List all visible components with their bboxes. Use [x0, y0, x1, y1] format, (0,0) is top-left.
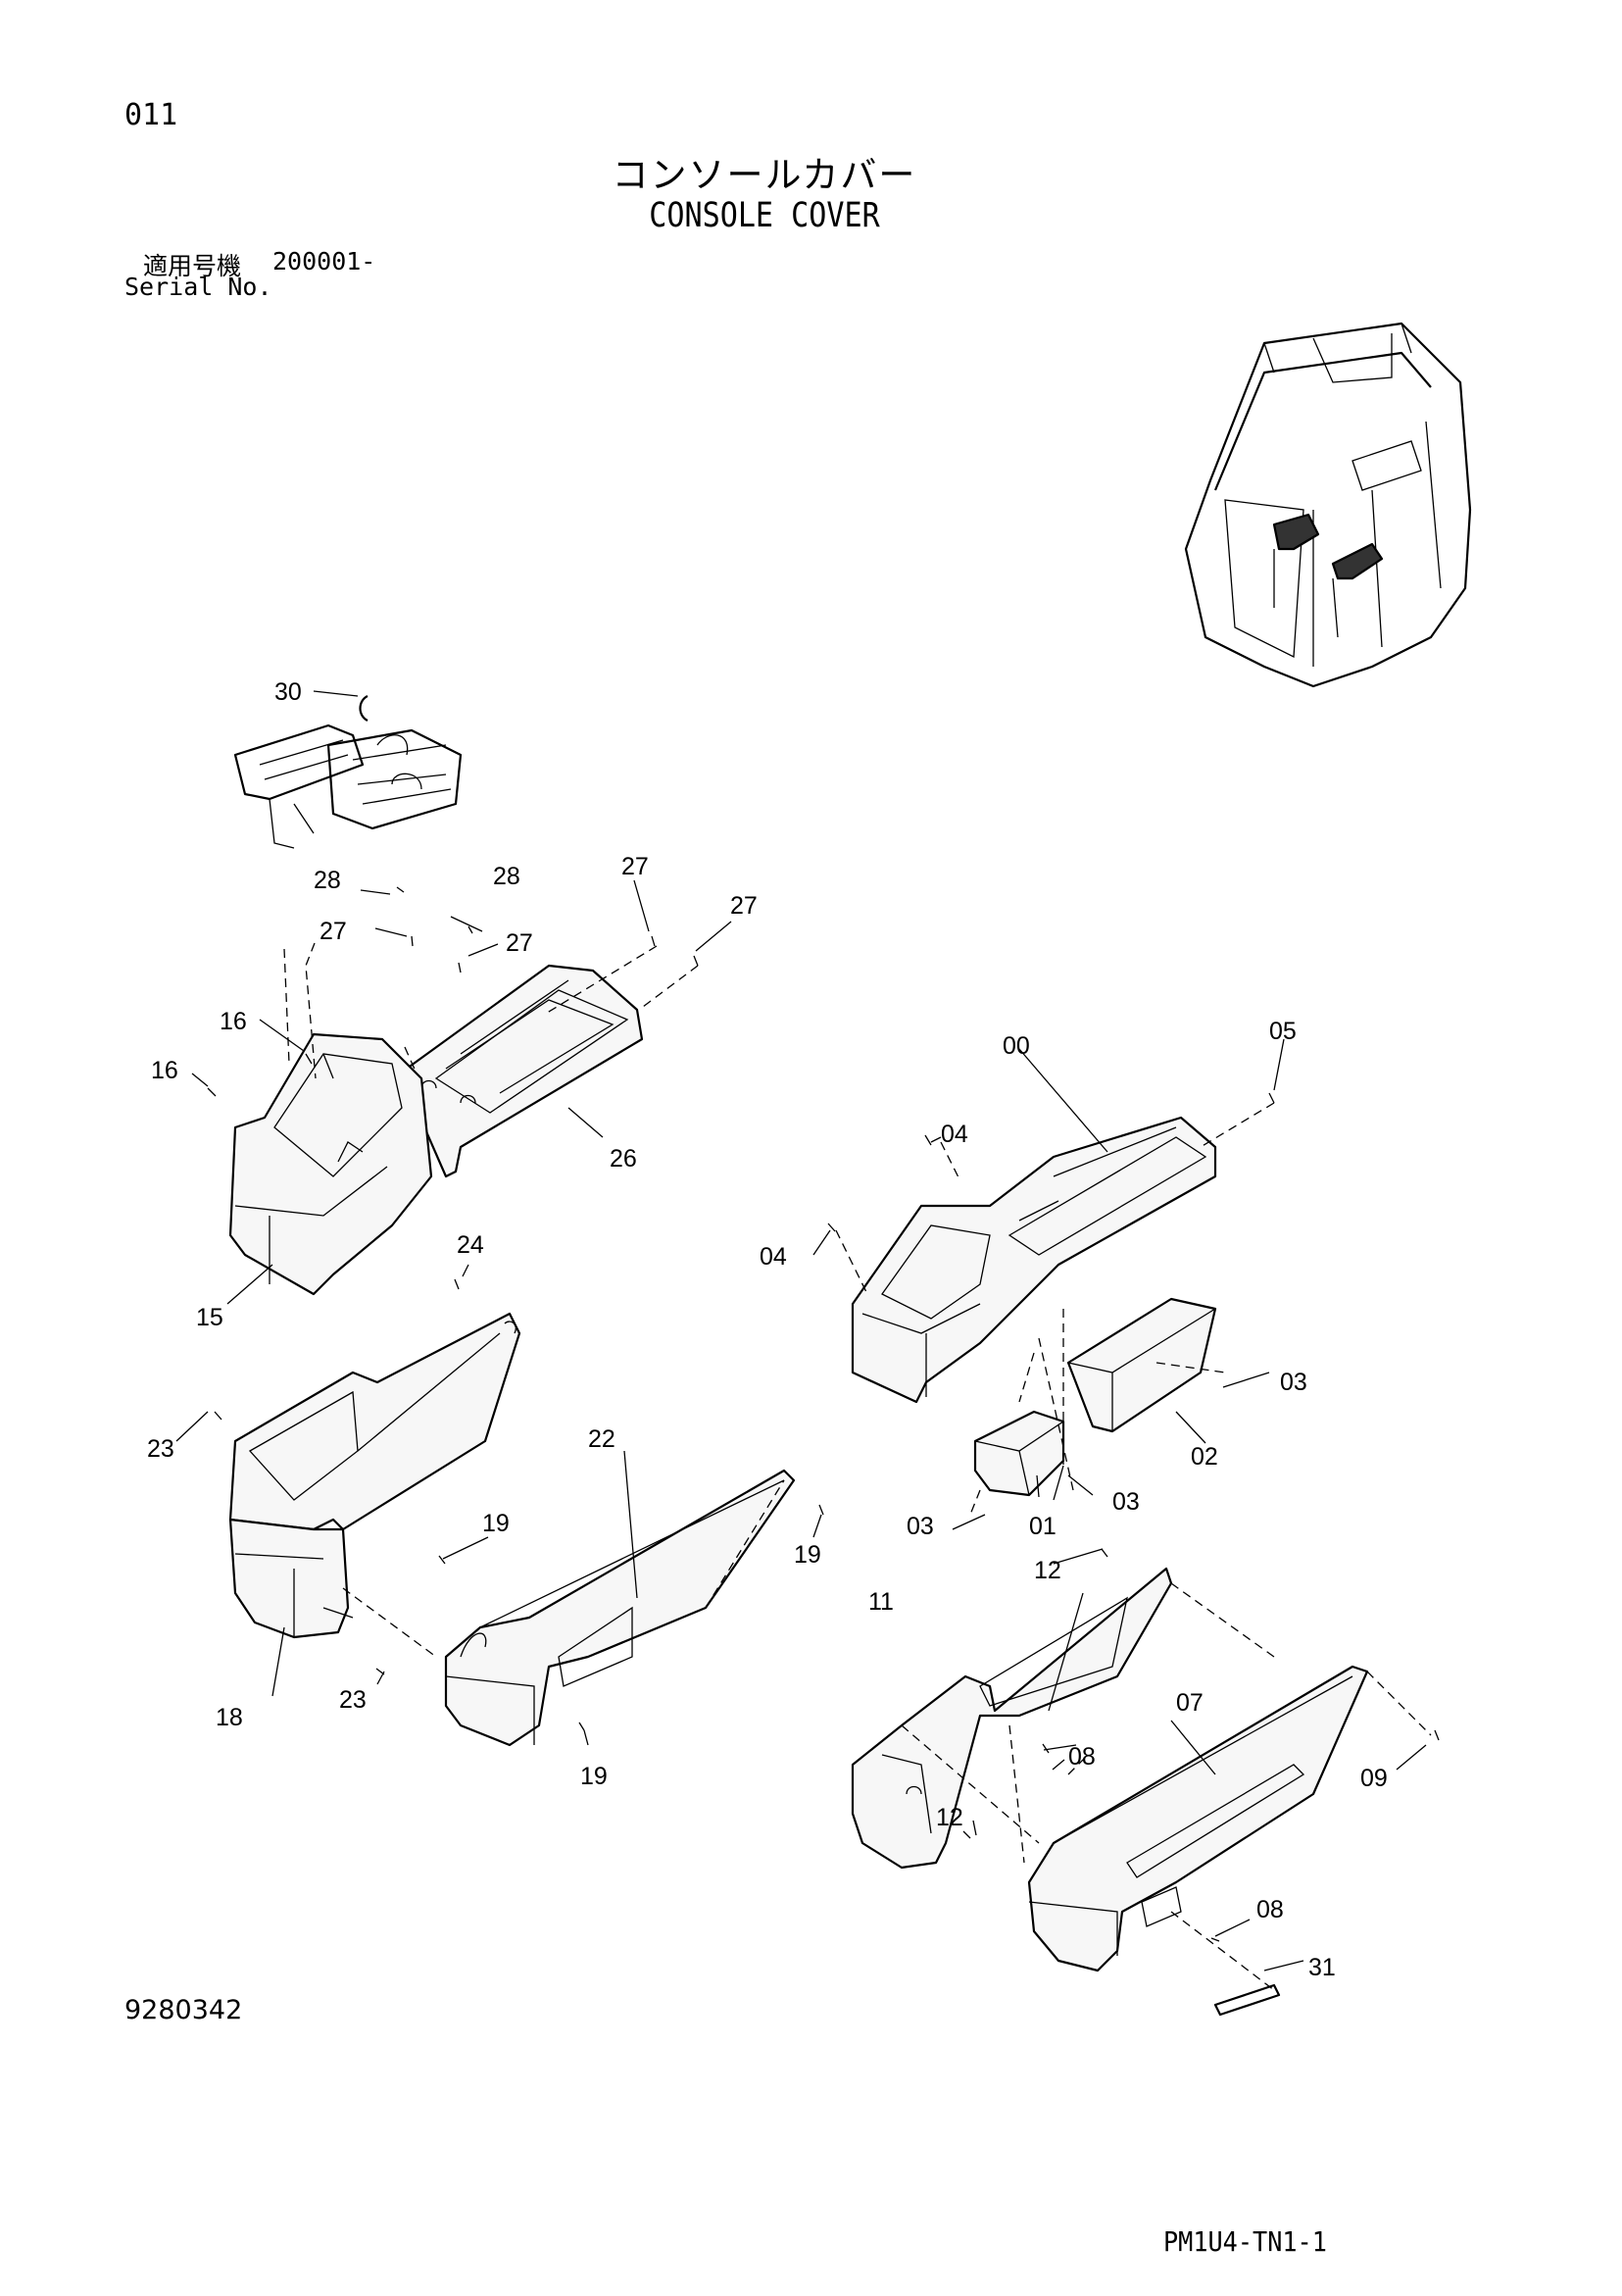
callout-16-left: 16 — [151, 1057, 178, 1084]
part-07-side-panel-outer — [1027, 1665, 1369, 1972]
callout-05: 05 — [1269, 1018, 1297, 1045]
callout-27-left: 27 — [319, 918, 347, 945]
callout-23-bottom: 23 — [339, 1686, 367, 1714]
callout-26: 26 — [610, 1145, 637, 1173]
callout-labels: 30 28 28 27 27 27 27 16 16 26 15 24 23 2… — [147, 678, 1388, 1981]
cab-overview-illustration — [1184, 322, 1472, 688]
part-11-side-panel-right — [851, 1567, 1173, 1870]
callout-08-upper: 08 — [1068, 1743, 1096, 1771]
callout-07: 07 — [1176, 1689, 1204, 1717]
callout-18: 18 — [216, 1704, 243, 1731]
callout-22: 22 — [588, 1425, 615, 1453]
monitor-panel-assembly — [233, 695, 463, 849]
part-15-console-front — [228, 1032, 433, 1296]
serial-label-english: Serial No. — [124, 273, 272, 301]
callout-03-center: 03 — [1112, 1488, 1140, 1516]
callout-27-top: 27 — [621, 853, 649, 880]
callout-03-right: 03 — [1280, 1369, 1307, 1396]
callout-15: 15 — [196, 1304, 223, 1331]
part-00-main-console — [851, 1116, 1217, 1404]
callout-23-top: 23 — [147, 1435, 174, 1463]
callout-12-lower: 12 — [936, 1804, 963, 1831]
callout-11: 11 — [868, 1588, 894, 1616]
callout-04-left: 04 — [760, 1243, 787, 1271]
callout-28-right: 28 — [493, 863, 520, 890]
part-02-tray — [1066, 1297, 1217, 1433]
page-title-english: CONSOLE COVER — [649, 196, 880, 235]
callout-19-right: 19 — [794, 1541, 821, 1569]
callout-28-left: 28 — [314, 867, 341, 894]
page-number: 011 — [124, 98, 178, 132]
callout-27-right: 27 — [730, 892, 758, 920]
callout-09: 09 — [1360, 1765, 1388, 1792]
callout-03-left: 03 — [907, 1513, 934, 1540]
callout-04-top: 04 — [941, 1121, 968, 1148]
part-26-console-frame — [405, 964, 644, 1178]
serial-label-japanese: 適用号機 — [143, 252, 242, 280]
part-01-tray — [973, 1410, 1065, 1497]
part-31-label-plate — [1213, 1983, 1281, 2017]
callout-01: 01 — [1029, 1513, 1057, 1540]
callout-12-top: 12 — [1034, 1557, 1061, 1584]
callout-30: 30 — [274, 678, 302, 706]
document-code: PM1U4-TN1-1 — [1163, 2225, 1327, 2258]
callout-27-center: 27 — [506, 929, 533, 957]
serial-number-value: 200001- — [272, 247, 376, 275]
part-22-side-panel-center — [444, 1469, 796, 1747]
callout-19-lower: 19 — [580, 1763, 608, 1790]
callout-31: 31 — [1308, 1954, 1336, 1981]
fastener-screws — [207, 886, 1440, 1942]
drawing-number: 9280342 — [124, 1995, 243, 2025]
callout-00: 00 — [1003, 1032, 1030, 1060]
callout-08-lower: 08 — [1256, 1896, 1284, 1923]
callout-19-upper: 19 — [482, 1510, 510, 1537]
callout-16-top: 16 — [220, 1008, 247, 1035]
page-title-japanese: コンソールカバー — [612, 154, 917, 196]
callout-24: 24 — [457, 1231, 484, 1259]
part-23-side-panel-left — [228, 1312, 521, 1639]
callout-02: 02 — [1191, 1443, 1218, 1471]
leader-lines — [175, 690, 1432, 1991]
